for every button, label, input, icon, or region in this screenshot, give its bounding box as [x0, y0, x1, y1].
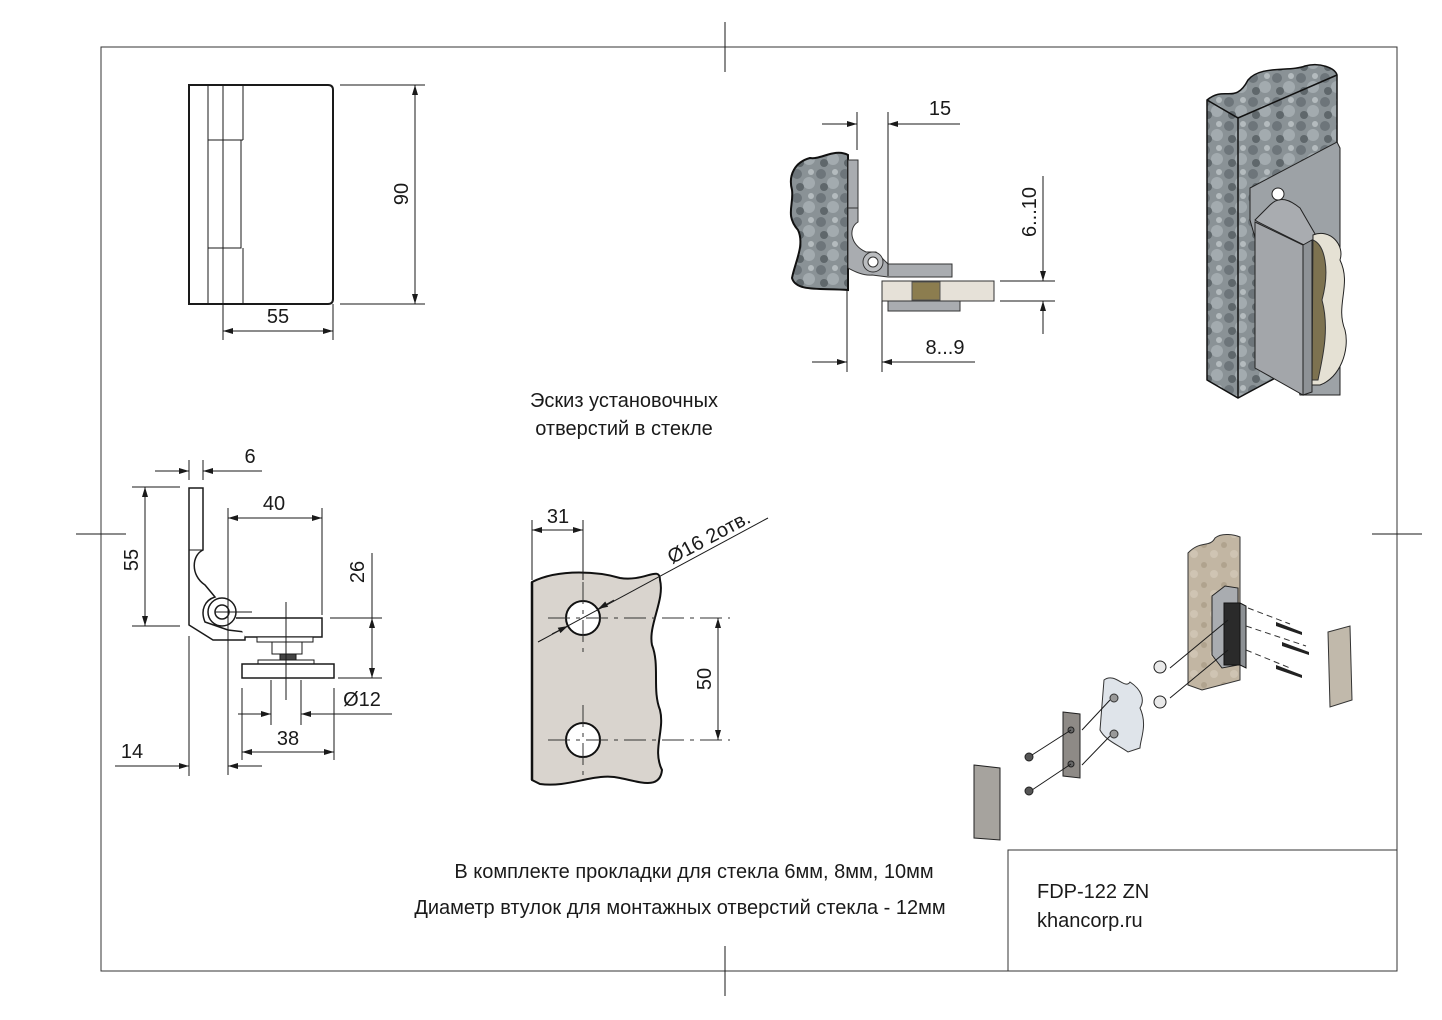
company-website: khancorp.ru [1037, 910, 1143, 932]
glass-thickness-dim-label: 6...10 [1019, 187, 1041, 237]
note-bushing-diameter: Диаметр втулок для монтажных отверстий с… [414, 897, 945, 919]
drawing-frame [76, 22, 1422, 996]
gap-dim-label: 8...9 [926, 337, 965, 359]
note-gaskets: В комплекте прокладки для стекла 6мм, 8м… [454, 861, 933, 883]
hole-spacing-dim-label: 50 [694, 668, 716, 690]
hole-diameter-label: Ø16 2отв. [664, 507, 754, 569]
bushing-diameter-dim-label: Ø12 [343, 689, 381, 711]
height-dim-label: 90 [391, 183, 413, 205]
notes: В комплекте прокладки для стекла 6мм, 8м… [414, 861, 945, 919]
assembled-hinge-render [1206, 63, 1347, 399]
title-block: FDP-122 ZN khancorp.ru [1007, 849, 1398, 972]
pad-width-dim-label: 38 [277, 728, 299, 750]
leaf-height-dim-label: 55 [121, 549, 143, 571]
model-number: FDP-122 ZN [1037, 881, 1149, 903]
glass-hole-sketch: Эскиз установочных отверстий в стекле 31… [530, 390, 769, 786]
offset-dim-label: 15 [929, 98, 951, 120]
hinge-side-view: 6 55 40 26 Ø12 38 14 [115, 446, 392, 776]
clamp-height-dim-label: 26 [347, 561, 369, 583]
axis-offset-dim-label: 14 [121, 741, 143, 763]
hinge-top-section: 15 8...9 6...10 [789, 98, 1055, 372]
exploded-assembly-render [973, 534, 1353, 841]
sketch-title-line1: Эскиз установочных [530, 390, 718, 412]
sketch-title-line2: отверстий в стекле [535, 418, 713, 440]
edge-distance-dim-label: 31 [547, 506, 569, 528]
hinge-front-view: 55 90 [188, 84, 425, 340]
leaf-thickness-dim-label: 6 [244, 446, 255, 468]
width-dim-label: 55 [267, 306, 289, 328]
clamp-width-dim-label: 40 [263, 493, 285, 515]
